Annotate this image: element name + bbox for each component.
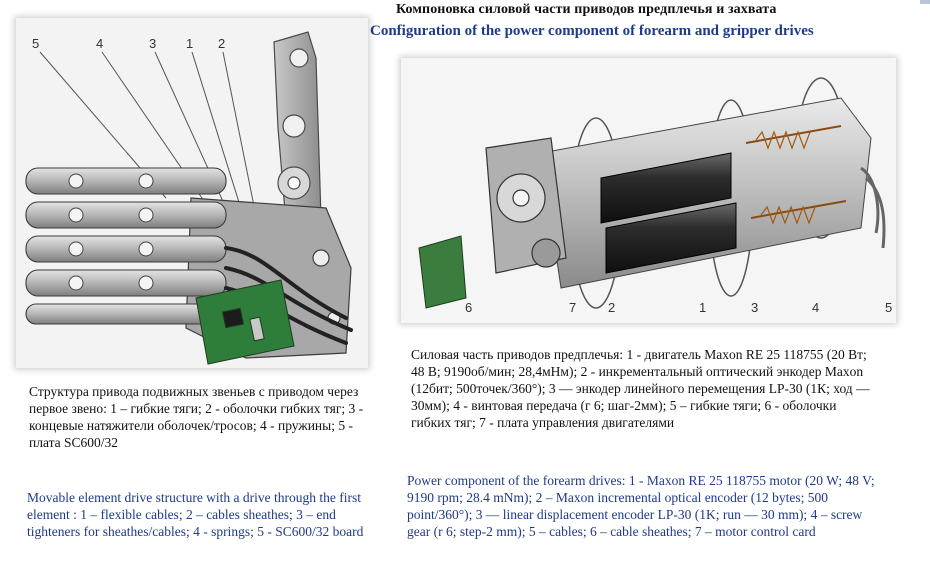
accent-bar [920, 0, 930, 4]
left-figure-labels: 5 4 3 1 2 [32, 36, 225, 51]
finger-joints [68, 173, 154, 291]
page-title-russian: Компоновка силовой части приводов предпл… [396, 2, 777, 17]
right-label-4: 4 [812, 300, 819, 315]
page-title-english: Configuration of the power component of … [370, 23, 814, 39]
left-label-3: 3 [149, 36, 156, 51]
right-label-7: 7 [569, 300, 576, 315]
right-label-3: 3 [751, 300, 758, 315]
forearm-drive-illustration: 6 7 2 1 3 4 5 [401, 58, 896, 323]
output-cables [860, 166, 886, 249]
left-caption-russian: Структура привода подвижных звеньев с пр… [29, 384, 364, 450]
sc600-board [195, 279, 295, 365]
screw-springs [755, 130, 816, 225]
joint-head [485, 137, 567, 274]
right-figure-labels: 6 7 2 1 3 4 5 [465, 300, 892, 315]
gripper-drive-illustration: 5 4 3 1 2 [16, 18, 368, 368]
left-label-4: 4 [96, 36, 103, 51]
right-label-1: 1 [699, 300, 706, 315]
gripper-drive-drawing: 5 4 3 1 2 [25, 31, 353, 365]
motors [600, 152, 737, 274]
right-label-5: 5 [885, 300, 892, 315]
right-caption-english: Power component of the forearm drives: 1… [407, 473, 875, 539]
left-label-1: 1 [186, 36, 193, 51]
right-label-6: 6 [465, 300, 472, 315]
vertical-arm [273, 31, 322, 224]
left-label-2: 2 [218, 36, 225, 51]
left-label-5: 5 [32, 36, 39, 51]
left-caption-english: Movable element drive structure with a d… [27, 490, 364, 539]
motor-control-card [418, 235, 467, 309]
right-caption-russian: Силовая часть приводов предплечья: 1 - д… [411, 347, 870, 430]
forearm-drive-drawing: 6 7 2 1 3 4 5 [418, 77, 892, 315]
right-label-2: 2 [608, 300, 615, 315]
screw-gears [745, 125, 847, 219]
